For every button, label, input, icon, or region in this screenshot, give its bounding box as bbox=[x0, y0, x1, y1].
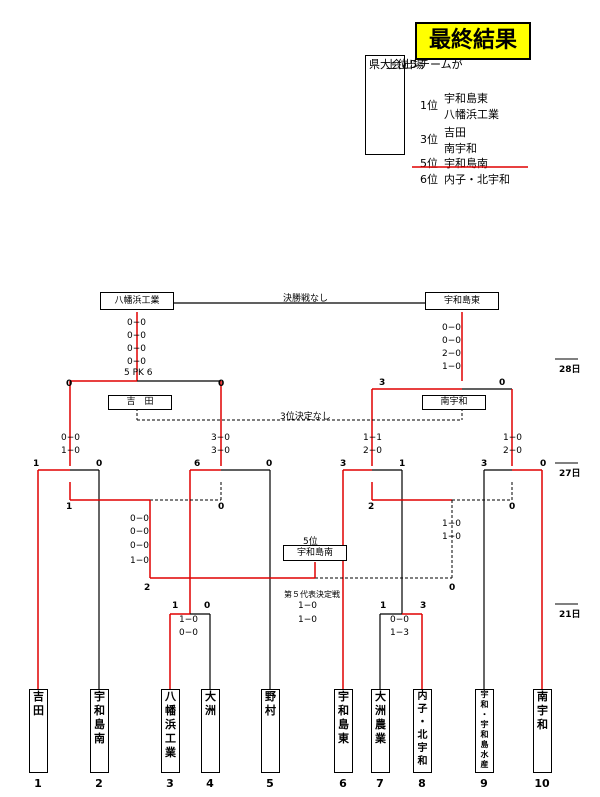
q2-b: 0 bbox=[266, 459, 273, 469]
q3-score: 1−1 bbox=[363, 433, 382, 443]
c1-a: 1 bbox=[66, 502, 73, 512]
page-title: 最終結果 bbox=[415, 22, 531, 60]
final-right-team: 宇和島東 bbox=[425, 292, 499, 310]
team-num-8: 8 bbox=[418, 777, 426, 790]
c2-b: 0 bbox=[509, 502, 516, 512]
r1-b: 0 bbox=[204, 601, 211, 611]
date-28: 28日 bbox=[559, 365, 581, 375]
result-team: 八幡浜工業 bbox=[444, 108, 499, 121]
result-rank: 1位 bbox=[420, 99, 438, 112]
team-num-10: 10 bbox=[534, 777, 550, 790]
fifth-match-note: 第５代表決定戦 bbox=[284, 590, 340, 599]
r1-a: 1 bbox=[172, 601, 179, 611]
fifth-score: 1−0 bbox=[298, 601, 317, 611]
c3-a: 2 bbox=[144, 583, 151, 593]
team-num-9: 9 bbox=[480, 777, 488, 790]
c3-b: 0 bbox=[449, 583, 456, 593]
sf-left-score: 0−0 bbox=[127, 357, 146, 367]
third-note: 3位決定なし bbox=[280, 412, 331, 422]
sf-right-b: 0 bbox=[499, 378, 506, 388]
team-box-8: 内子・北宇和 bbox=[413, 689, 432, 773]
sf-right-score: 2−0 bbox=[442, 349, 461, 359]
team-box-3: 八幡浜工業 bbox=[161, 689, 180, 773]
q1-score: 1−0 bbox=[61, 446, 80, 456]
q1-score: 0−0 bbox=[61, 433, 80, 443]
q2-a: 6 bbox=[194, 459, 201, 469]
team-box-7: 大洲農業 bbox=[371, 689, 390, 773]
q4-a: 3 bbox=[481, 459, 488, 469]
r2-b: 3 bbox=[420, 601, 427, 611]
team-num-3: 3 bbox=[166, 777, 174, 790]
r2-score: 1−3 bbox=[390, 628, 409, 638]
c2-a: 2 bbox=[368, 502, 375, 512]
team-box-4: 大洲 bbox=[201, 689, 220, 773]
result-team: 内子・北宇和 bbox=[444, 173, 510, 186]
result-team: 吉田 bbox=[444, 126, 466, 139]
team-box-1: 吉田 bbox=[29, 689, 48, 773]
c1-b: 0 bbox=[218, 502, 225, 512]
c1-score: 0−0 bbox=[130, 527, 149, 537]
q2-score: 3−0 bbox=[211, 446, 230, 456]
team-num-1: 1 bbox=[34, 777, 42, 790]
sf-left-score: 5 PK 6 bbox=[124, 368, 153, 378]
sf-right-a: 3 bbox=[379, 378, 386, 388]
final-note: 決勝戦なし bbox=[283, 294, 329, 304]
c1-score: 1−0 bbox=[130, 556, 149, 566]
c1-score: 0−0 bbox=[130, 514, 149, 524]
fifth-caption: 5位 bbox=[303, 537, 318, 547]
team-num-4: 4 bbox=[206, 777, 214, 790]
q1-b: 0 bbox=[96, 459, 103, 469]
date-21: 21日 bbox=[559, 610, 581, 620]
q4-score: 1−0 bbox=[503, 433, 522, 443]
r1-score: 0−0 bbox=[179, 628, 198, 638]
sf-left-b: 0 bbox=[218, 379, 225, 389]
q3-a: 3 bbox=[340, 459, 347, 469]
fifth-score: 1−0 bbox=[298, 615, 317, 625]
sf-left-score: 0−0 bbox=[127, 344, 146, 354]
third-right-team: 南宇和 bbox=[422, 395, 486, 410]
r2-score: 0−0 bbox=[390, 615, 409, 625]
team-num-6: 6 bbox=[339, 777, 347, 790]
sf-right-score: 0−0 bbox=[442, 323, 461, 333]
c2-score: 1−0 bbox=[442, 532, 461, 542]
third-left-team: 吉 田 bbox=[108, 395, 172, 410]
sf-left-a: 0 bbox=[66, 379, 73, 389]
fifth-team: 宇和島南 bbox=[283, 545, 347, 561]
result-team: 南宇和 bbox=[444, 142, 477, 155]
sf-left-score: 0−0 bbox=[127, 318, 146, 328]
final-left-team: 八幡浜工業 bbox=[100, 292, 174, 310]
team-num-7: 7 bbox=[376, 777, 384, 790]
q4-b: 0 bbox=[540, 459, 547, 469]
result-team: 宇和島東 bbox=[444, 92, 488, 105]
team-box-10: 南宇和 bbox=[533, 689, 552, 773]
result-rank: 3位 bbox=[420, 133, 438, 146]
q1-a: 1 bbox=[33, 459, 40, 469]
q2-score: 3−0 bbox=[211, 433, 230, 443]
q4-score: 2−0 bbox=[503, 446, 522, 456]
q3-b: 1 bbox=[399, 459, 406, 469]
result-rank: 6位 bbox=[420, 173, 438, 186]
c2-score: 1−0 bbox=[442, 519, 461, 529]
team-box-9: 宇和・宇和島水産 bbox=[475, 689, 494, 773]
team-box-2: 宇和島南 bbox=[90, 689, 109, 773]
c1-score: 0−0 bbox=[130, 541, 149, 551]
r2-a: 1 bbox=[380, 601, 387, 611]
team-box-6: 宇和島東 bbox=[334, 689, 353, 773]
team-num-2: 2 bbox=[95, 777, 103, 790]
r1-score: 1−0 bbox=[179, 615, 198, 625]
team-num-5: 5 bbox=[266, 777, 274, 790]
sf-right-score: 1−0 bbox=[442, 362, 461, 372]
q3-score: 2−0 bbox=[363, 446, 382, 456]
team-box-5: 野村 bbox=[261, 689, 280, 773]
sf-right-score: 0−0 bbox=[442, 336, 461, 346]
sf-left-score: 0−0 bbox=[127, 331, 146, 341]
date-27: 27日 bbox=[559, 469, 581, 479]
